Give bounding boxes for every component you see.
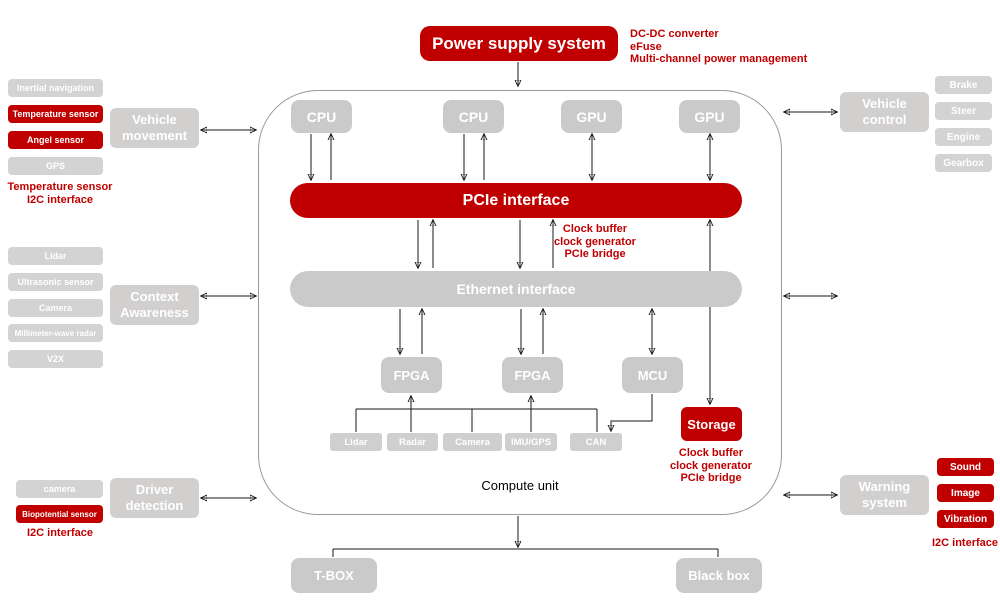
mcu-box: MCU [622, 357, 683, 393]
storage-note: Clock buffer clock generator PCIe bridge [656, 447, 766, 485]
peripheral-can: CAN [570, 433, 622, 451]
warning-system-note: I2C interface [905, 537, 1000, 550]
ethernet-interface-bar: Ethernet interface [290, 271, 742, 307]
gpu-box-2: GPU [679, 100, 740, 133]
group-title-driver-detection: Driver detection [110, 478, 199, 518]
sensor-gps: GPS [8, 157, 103, 175]
actuator-brake: Brake [935, 76, 992, 94]
sensor-ultrasonic: Ultrasonic sensor [8, 273, 103, 291]
warning-image: Image [937, 484, 994, 502]
pcie-note-line-3: PCIe bridge [564, 248, 626, 260]
pcie-note-line-2: clock generator [554, 235, 636, 248]
dd-note-line-1: I2C interface [26, 527, 94, 539]
processor-pcie-arrows [311, 134, 710, 180]
sensor-v2x: V2X [8, 350, 103, 368]
power-supply-box: Power supply system [420, 26, 618, 61]
sensor-lidar: Lidar [8, 247, 103, 265]
bottom-bus-lines [332, 516, 719, 557]
driver-detection-note: I2C interface [0, 527, 120, 540]
peripheral-camera: Camera [443, 433, 502, 451]
sensor-inertial-navigation: Inertial navigation [8, 79, 103, 97]
vm-note-line-1: Temperature sensor [7, 181, 113, 193]
vm-note-line-2: I2C interface [26, 193, 94, 206]
sensor-temperature: Temperature sensor [8, 105, 103, 123]
warning-sound: Sound [937, 458, 994, 476]
sensor-biopotential: Biopotential sensor [16, 505, 103, 523]
pcie-note-line-1: Clock buffer [562, 223, 628, 235]
vehicle-movement-note: Temperature sensor I2C interface [0, 181, 120, 206]
sensor-mmwave-radar: Millimeter-wave radar [8, 324, 103, 342]
group-title-vehicle-movement: Vehicle movement [110, 108, 199, 148]
storage-note-line-1: Clock buffer [678, 447, 744, 459]
pcie-ethernet-arrows [418, 220, 553, 268]
power-note-line-3: Multi-channel power management [630, 53, 808, 65]
cpu-box-1: CPU [291, 100, 352, 133]
sensor-driver-camera: camera [16, 480, 103, 498]
actuator-steer: Steer [935, 102, 992, 120]
actuator-gearbox: Gearbox [935, 154, 992, 172]
peripheral-imu-gps: IMU/GPS [505, 433, 557, 451]
storage-note-line-2: clock generator [670, 459, 752, 472]
compute-unit-label: Compute unit [481, 477, 559, 493]
group-title-vehicle-control: Vehicle control [840, 92, 929, 132]
blackbox-box: Black box [676, 558, 762, 593]
power-note-line-1: DC-DC converter [630, 28, 719, 40]
sensor-angel: Angel sensor [8, 131, 103, 149]
peripheral-bus-lines [355, 394, 653, 432]
fpga-box-2: FPGA [502, 357, 563, 393]
actuator-engine: Engine [935, 128, 992, 146]
side-double-arrows [201, 112, 837, 498]
group-title-context-awareness: Context Awareness [110, 285, 199, 325]
peripheral-radar: Radar [387, 433, 438, 451]
compute-unit-outline [258, 90, 782, 515]
ws-note-line-1: I2C interface [931, 537, 999, 549]
storage-box: Storage [681, 407, 742, 441]
pcie-interface-bar: PCIe interface [290, 183, 742, 218]
sensor-camera: Camera [8, 299, 103, 317]
power-note-line-2: eFuse [630, 40, 662, 53]
cpu-box-2: CPU [443, 100, 504, 133]
gpu-box-1: GPU [561, 100, 622, 133]
tbox-box: T-BOX [291, 558, 377, 593]
pcie-note: Clock buffer clock generator PCIe bridge [540, 223, 650, 261]
warning-vibration: Vibration [937, 510, 994, 528]
power-supply-note: DC-DC converter eFuse Multi-channel powe… [630, 28, 870, 66]
fpga-box-1: FPGA [381, 357, 442, 393]
peripheral-lidar: Lidar [330, 433, 382, 451]
storage-note-line-3: PCIe bridge [680, 472, 742, 484]
group-title-warning-system: Warning system [840, 475, 929, 515]
ethernet-controller-arrows [400, 309, 652, 354]
